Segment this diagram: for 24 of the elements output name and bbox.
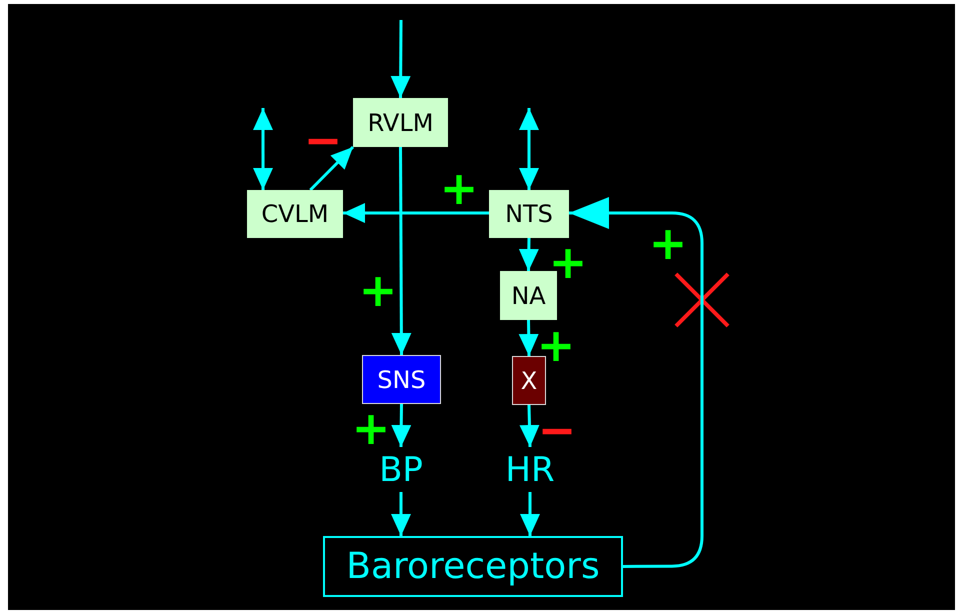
arrow xyxy=(253,108,274,190)
arrow xyxy=(343,203,489,224)
arrow xyxy=(391,492,411,536)
process-box: X xyxy=(512,356,546,405)
arrow xyxy=(518,238,539,272)
arrow xyxy=(518,320,539,356)
arrow xyxy=(309,146,354,192)
arrow xyxy=(391,404,412,448)
process-box: CVLM xyxy=(247,190,343,238)
process-box: NTS xyxy=(489,190,569,238)
process-box: Baroreceptors xyxy=(323,536,623,597)
arrow xyxy=(569,197,704,568)
process-box: RVLM xyxy=(353,98,448,147)
sign-label: + xyxy=(648,220,688,266)
process-box: NA xyxy=(500,271,557,320)
arrow xyxy=(520,492,540,536)
arrow xyxy=(519,108,539,190)
arrow xyxy=(519,404,540,448)
sign-label: + xyxy=(440,165,478,211)
sign-label: − xyxy=(304,117,342,163)
sign-label: + xyxy=(358,267,398,313)
process-box: SNS xyxy=(362,355,441,404)
arrow xyxy=(391,147,412,355)
arrow xyxy=(390,20,411,98)
